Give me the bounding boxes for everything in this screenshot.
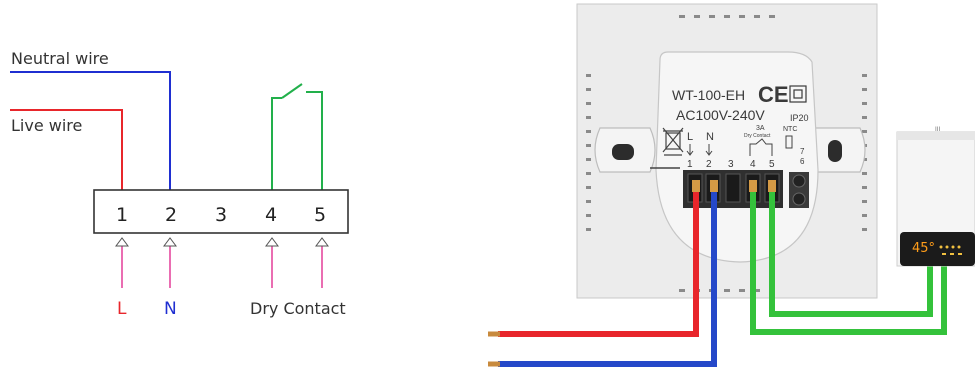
ntc-label: NTC [783,126,797,133]
live-wire-label: Live wire [11,116,82,135]
boiler-top-mark: III [935,126,941,133]
vent-slots-left [586,74,591,231]
terminal-number-5: 5 [314,204,326,226]
device-terminal-2: 2 [706,159,712,170]
label-neutral: N [164,299,177,319]
thermostat-body [655,51,819,263]
neutral-wire-label: Neutral wire [11,49,109,68]
thermostat-device: WT-100-EH CE AC100V-240V IP20 L N 3A Dry… [488,3,975,367]
vent-slots-top [679,15,775,18]
live-wire-line [10,109,123,190]
terminal-number-1: 1 [116,204,128,226]
arrow-5 [315,237,329,288]
boiler-display-panel [900,232,975,266]
neutral-wire-line [10,71,171,190]
live-wire-cable [498,190,699,337]
ip-rating: IP20 [790,113,809,123]
dry-contact-wire-4 [271,97,282,190]
dry-contact-print: Dry Contact [744,133,771,139]
relay-symbol [749,138,773,156]
ntc-symbol [785,135,793,149]
voltage-rating: AC100V-240V [676,107,765,123]
terminal-number-4: 4 [265,204,277,226]
terminal-block [93,189,349,234]
device-model: WT-100-EH [672,87,745,103]
extra-terminal-6: 6 [800,157,805,166]
ntc-connector [789,172,809,208]
double-insulation-icon [789,85,807,103]
wiring-schematic: Neutral wire Live wire 1 2 3 4 5 L N Dry… [10,49,349,319]
current-rating: 3A [756,125,765,132]
terminal-label-n: N [706,131,714,143]
terminal-number-3: 3 [215,204,227,226]
down-arrows [686,144,713,156]
arrow-2 [163,237,177,288]
screw-slot-right [828,140,842,162]
weee-bin-icon [662,127,684,156]
double-insulation-inner [793,89,803,99]
device-terminal-4: 4 [750,159,756,170]
device-terminal-5: 5 [769,159,775,170]
terminal-number-2: 2 [165,204,177,226]
boiler-unit: III 45° [896,126,975,267]
terminal-label-l: L [687,131,693,143]
boiler-display: 45° [912,241,935,256]
contact-wire-5 [769,190,933,317]
label-live: L [117,299,127,319]
terminal-screws [687,173,780,203]
arrow-1 [115,237,129,288]
ce-mark: CE [758,82,789,107]
device-terminal-1: 1 [687,159,693,170]
dry-contact-wire-5 [306,91,323,190]
screw-slot-left [612,144,634,160]
copper-terminals [692,180,776,192]
device-terminal-3: 3 [728,159,734,170]
boiler-indicators [939,245,962,255]
dry-contact-switch-arm [281,83,303,99]
label-dry-contact: Dry Contact [250,299,346,318]
arrow-4 [265,237,279,288]
extra-terminal-7: 7 [800,147,805,156]
contact-wire-4 [750,190,947,335]
neutral-wire-cable [498,190,717,367]
